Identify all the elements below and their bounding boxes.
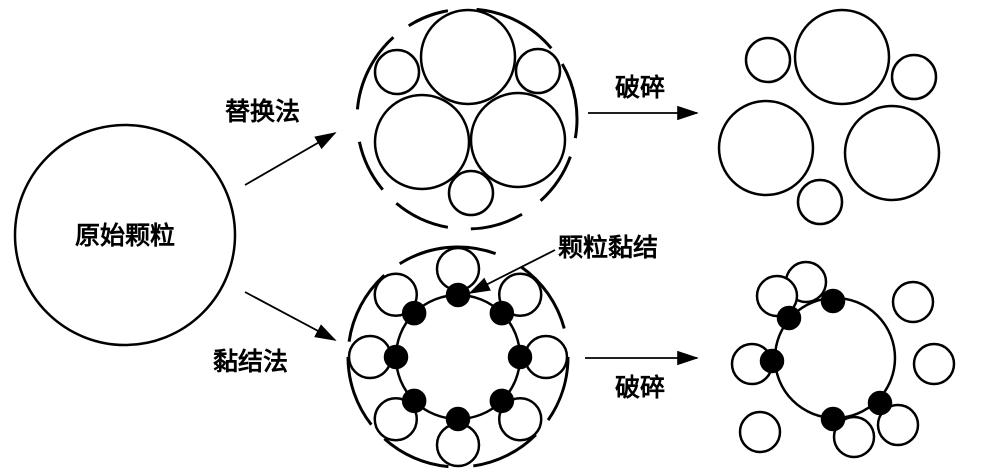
bonding-shell-arc: [546, 356, 570, 421]
replacement-shell-arc: [357, 141, 384, 191]
crushed-binder-dot: [867, 390, 893, 416]
bonding-shell-arc: [398, 246, 443, 265]
crushed-replacement-particle: [843, 104, 941, 202]
bonding-shell-arc: [383, 437, 449, 469]
replacement-shell-arc: [407, 9, 445, 27]
crush-label-top: 破碎: [615, 73, 665, 102]
crushed-small-particle: [832, 415, 876, 459]
crushed-small-particle: [912, 342, 956, 386]
binder-dot: [445, 282, 471, 308]
crushed-replacement-particle: [717, 99, 815, 197]
binder-dot: [445, 406, 471, 432]
crush-label-bottom: 破碎: [615, 373, 665, 402]
original-particle-circle: [13, 123, 237, 347]
original-particle-label: 原始颗粒: [75, 221, 175, 250]
replacement-shell-arc: [355, 36, 395, 110]
binder-dot: [401, 300, 427, 326]
crushed-replacement-particle: [890, 53, 938, 101]
replacement-particle: [373, 93, 471, 191]
bonding-shell-arc: [473, 433, 537, 468]
binder-dot: [383, 344, 409, 370]
replacement-shell-arc: [470, 212, 523, 231]
binder-dot: [489, 300, 515, 326]
replacement-shell-arc: [476, 7, 553, 50]
replacement-particle: [373, 48, 421, 96]
replacement-shell-arc: [560, 63, 579, 139]
binder-dot: [401, 388, 427, 414]
bonding-shell-arc: [346, 356, 373, 426]
replacement-shell-arc: [539, 156, 572, 202]
crushed-small-particle: [876, 403, 920, 447]
crushed-small-particle: [891, 280, 935, 324]
crushed-replacement-particle: [796, 178, 844, 226]
binder-dot: [489, 388, 515, 414]
particle-bonding-pointer: [468, 249, 556, 294]
bonding-shell-arc: [520, 265, 566, 329]
binder-dot: [507, 344, 533, 370]
bonding-method-label: 黏结法: [213, 347, 288, 376]
particle-bonding-label: 颗粒黏结: [558, 233, 658, 262]
arrow-to-bonding: [244, 291, 337, 341]
replacement-shell-arc: [395, 202, 449, 229]
crushed-small-particle: [738, 410, 782, 454]
replacement-method-label: 替换法: [225, 97, 300, 126]
replacement-particle: [447, 169, 495, 217]
crushed-binder-dot: [776, 305, 802, 331]
crushed-binder-dot: [820, 406, 846, 432]
replacement-particle: [469, 91, 567, 189]
crushed-replacement-particle: [744, 36, 792, 84]
crushed-binder-dot: [759, 348, 785, 374]
crushed-replacement-particle: [793, 8, 891, 106]
crushed-binder-dot: [820, 288, 846, 314]
replacement-particle: [419, 8, 517, 106]
arrow-to-replacement: [244, 132, 337, 186]
replacement-particle: [514, 47, 562, 95]
